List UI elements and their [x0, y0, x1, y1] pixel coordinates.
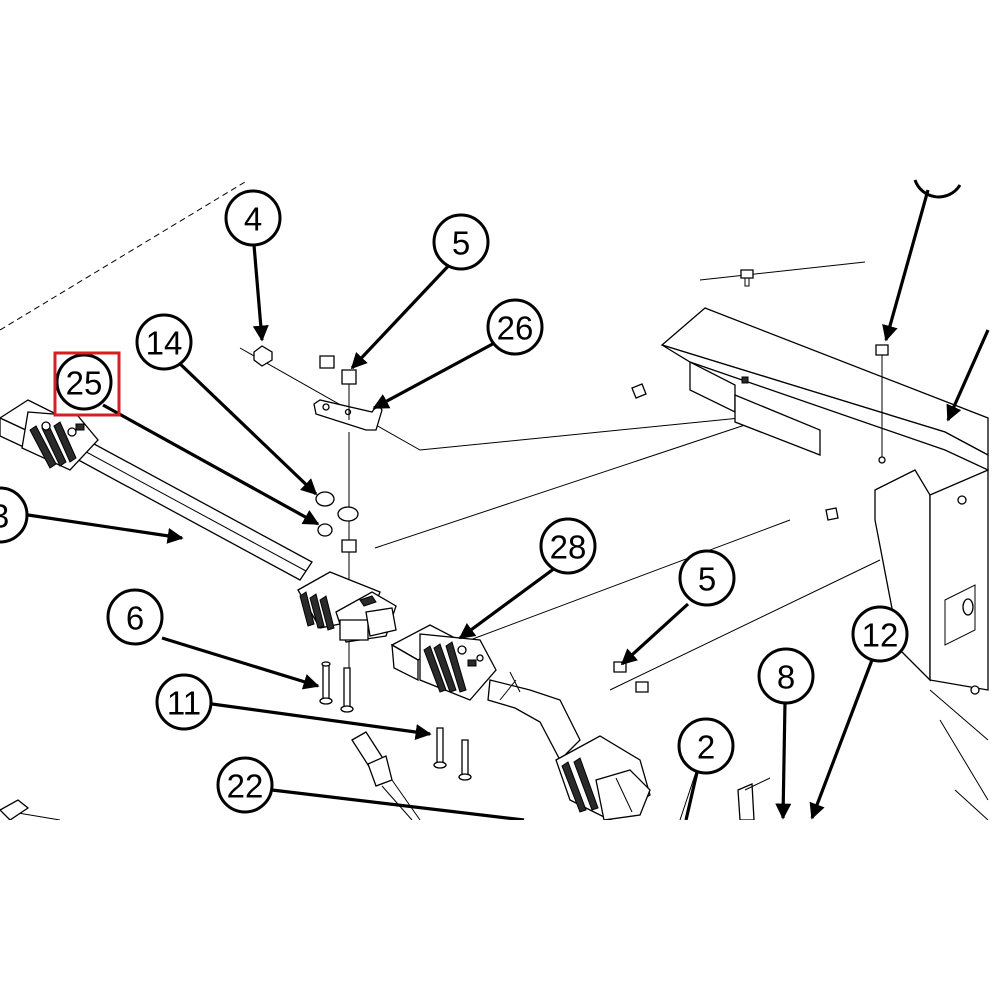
callout-26: 26 [486, 298, 544, 356]
callout-number: 2 [697, 729, 715, 766]
callout-number: 5 [452, 225, 470, 262]
callout-25: 25 [55, 353, 113, 411]
callout-circle [106, 588, 164, 646]
callout-number: 8 [777, 659, 795, 696]
callout-3: 3 [0, 486, 29, 544]
callout-circle [135, 313, 193, 371]
blank-margin [0, 820, 1000, 1000]
callout-11: 11 [155, 673, 213, 731]
callout-4: 4 [224, 189, 282, 247]
dashed-outline [0, 181, 246, 331]
callout-circle [486, 298, 544, 356]
callout-number: 4 [244, 201, 262, 238]
cover-fasteners [631, 269, 889, 521]
callout-circle [224, 189, 282, 247]
callout-number: 22 [227, 768, 264, 805]
callout-circle [216, 756, 274, 814]
callout-6: 6 [106, 588, 164, 646]
tube [679, 759, 771, 821]
left-connector [0, 399, 99, 471]
callout-2: 2 [677, 717, 735, 775]
callout-22: 22 [216, 756, 274, 814]
callout-number: 14 [146, 325, 183, 362]
callout-circle [757, 647, 815, 705]
callout-number: 5 [698, 561, 716, 598]
center-connector [297, 571, 397, 643]
callout-circle [539, 517, 597, 575]
callout-14: 14 [135, 313, 193, 371]
callout-circle [678, 549, 736, 607]
leader-lines [27, 179, 990, 822]
callout-5: 5 [432, 213, 490, 271]
plug-connector [390, 624, 497, 701]
callout-circle [155, 673, 213, 731]
highlight-box [53, 351, 121, 417]
callout-balloons: 452614253285611222812 [0, 189, 909, 814]
callout-circle [851, 605, 909, 663]
callout-circle [432, 213, 490, 271]
callout-12: 12 [851, 605, 909, 663]
small-plug [351, 731, 421, 821]
callout-circle [677, 717, 735, 775]
callout-number: 11 [167, 685, 201, 722]
cover-plate [660, 307, 989, 821]
callout-number: 28 [550, 529, 587, 566]
extension-cable [487, 671, 651, 821]
callout-number: 12 [862, 617, 899, 654]
corner-part [0, 799, 30, 821]
callout-number: 3 [0, 498, 9, 535]
mounting-bracket [253, 345, 383, 700]
callout-28: 28 [539, 517, 597, 575]
callout-number: 25 [66, 365, 103, 402]
callout-5: 5 [678, 549, 736, 607]
callout-number: 6 [126, 600, 144, 637]
callout-number: 26 [497, 310, 534, 347]
callout-circle [0, 486, 29, 544]
callout-8: 8 [757, 647, 815, 705]
callout-circle [55, 353, 113, 411]
